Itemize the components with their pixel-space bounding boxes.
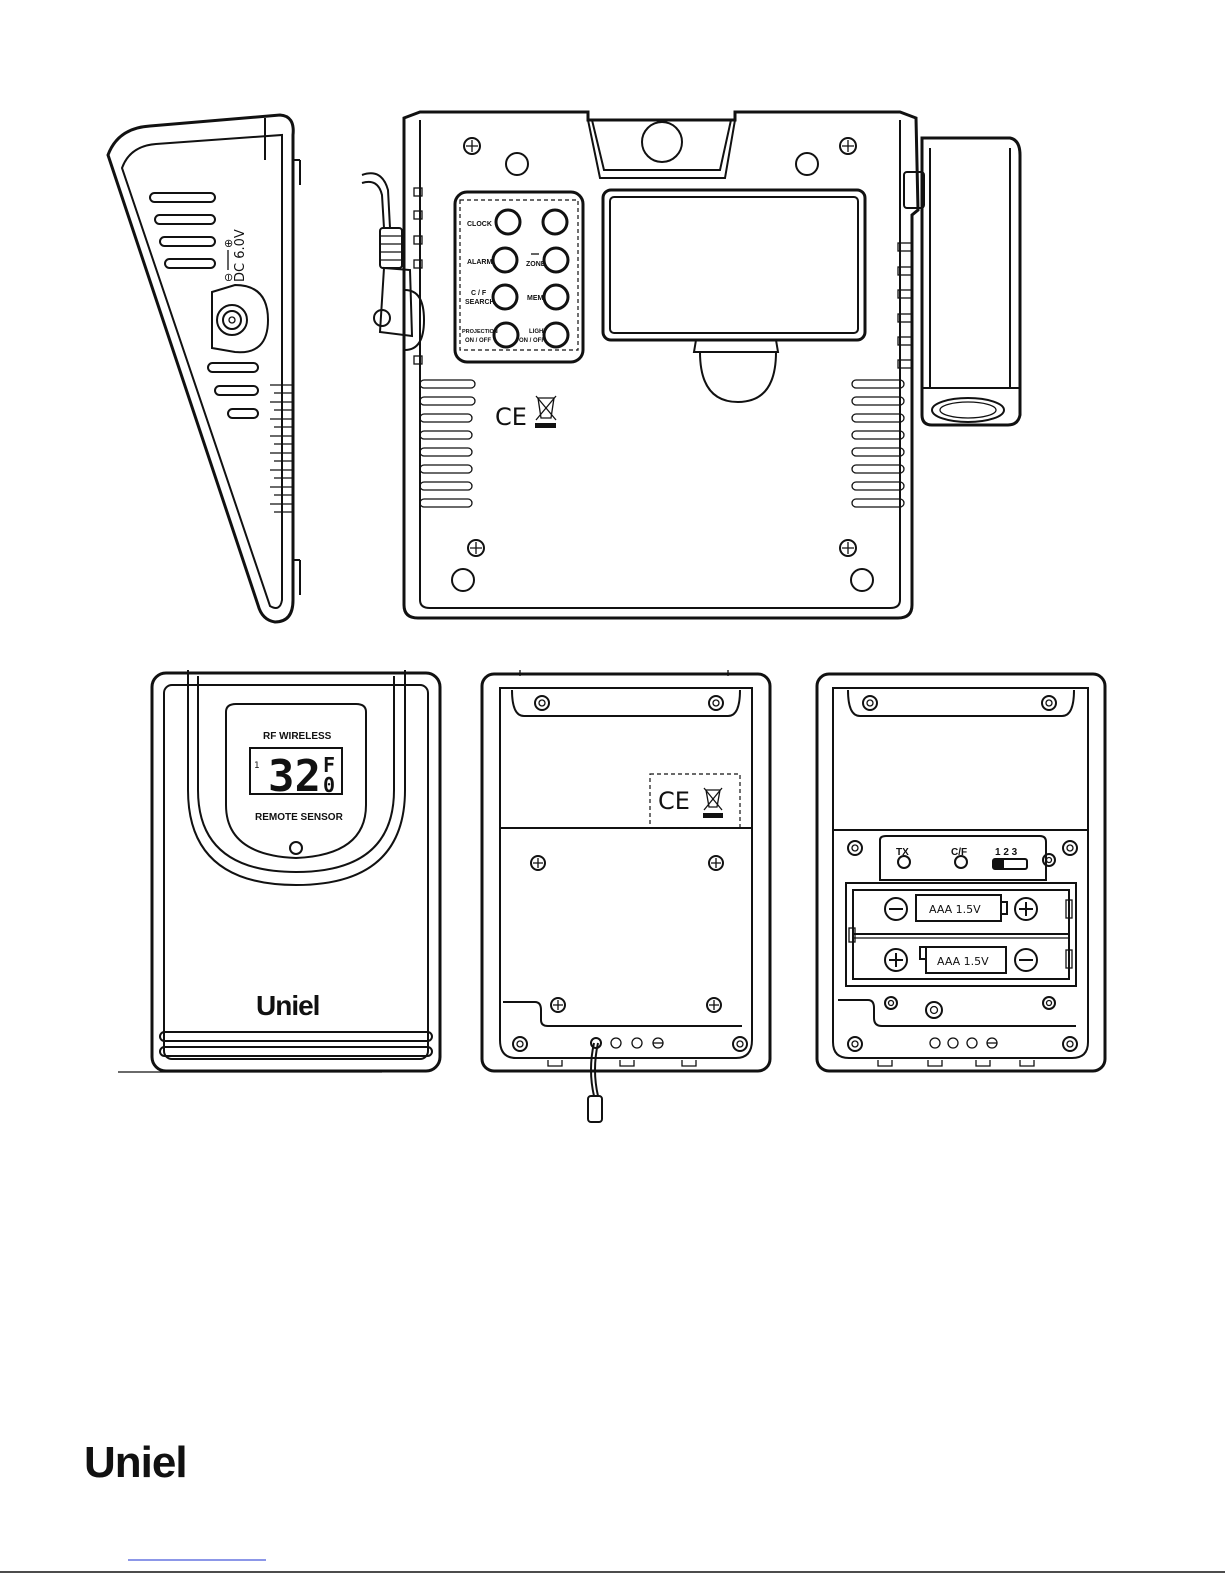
svg-text:ON / OFF: ON / OFF [519,338,545,344]
svg-text:PROJECTION: PROJECTION [462,329,498,335]
sensor-subtitle: REMOTE SENSOR [255,812,344,823]
sensor-front-view: RF WIRELESS 32 F 0 1 REMOTE SENSOR Uniel [118,670,440,1072]
sensor-brand-logo: Uniel [256,990,319,1021]
channel-label: 1 2 3 [995,847,1018,858]
svg-text:CLOCK: CLOCK [467,221,492,228]
mem-button[interactable]: MEM [527,285,568,309]
projection-button[interactable]: PROJECTION ON / OFF [462,323,518,347]
ce-mark: CE [495,403,527,431]
sensor-led [290,842,302,854]
battery-cover [603,190,865,340]
screw-icon [513,696,747,1051]
screw-icon [464,138,856,556]
lcd-channel: 1 [254,761,260,771]
projector-arm [904,138,1020,425]
clock-button[interactable]: CLOCK [467,210,520,234]
weee-bin-icon [535,396,556,428]
alarm-button[interactable]: ALARM [467,248,517,272]
cf-search-button[interactable]: C / F SEARCH [465,285,517,309]
battery-slot-2: AAA 1.5V [885,947,1037,973]
polarity-minus-icon: ⊖ [222,273,235,282]
sensor-back-view: CE [482,670,770,1122]
sensor-title: RF WIRELESS [263,731,332,742]
probe-cable [588,1038,602,1122]
screw-icon [848,696,1077,1051]
lcd-temperature: 32 [268,751,321,802]
battery-2-label: AAA 1.5V [937,955,989,968]
weee-bin-icon [703,788,723,818]
svg-text:ALARM: ALARM [467,259,492,266]
polarity-plus-icon: ⊕ [222,239,235,248]
battery-slot-1: AAA 1.5V [885,895,1037,921]
channel-switch[interactable] [993,859,1027,869]
sensor-open-view: TX C/F 1 2 3 AAA 1.5V [817,674,1105,1071]
svg-text:SEARCH: SEARCH [465,299,495,306]
svg-text:C / F: C / F [471,290,487,297]
battery-1-label: AAA 1.5V [929,903,981,916]
ce-mark-sensor: CE [658,787,690,815]
side-view-projector: DC 6.0V ⊖ ⊕ [108,115,300,622]
zone-button[interactable]: ZONE [526,210,568,272]
svg-text:ZONE: ZONE [526,261,546,268]
light-button[interactable]: LIGHT ON / OFF [519,323,568,347]
main-unit-back-view: CLOCK ZONE ALARM MEM C / F SEARCH PROJEC… [362,112,1020,618]
svg-text:ON / OFF: ON / OFF [465,338,491,344]
svg-text:MEM: MEM [527,295,544,302]
lcd-decimal: 0 [323,773,335,797]
dc-input-label: DC 6.0V [233,229,248,282]
footer-brand-logo: Uniel [84,1438,187,1487]
svg-text:LIGHT: LIGHT [529,329,547,335]
